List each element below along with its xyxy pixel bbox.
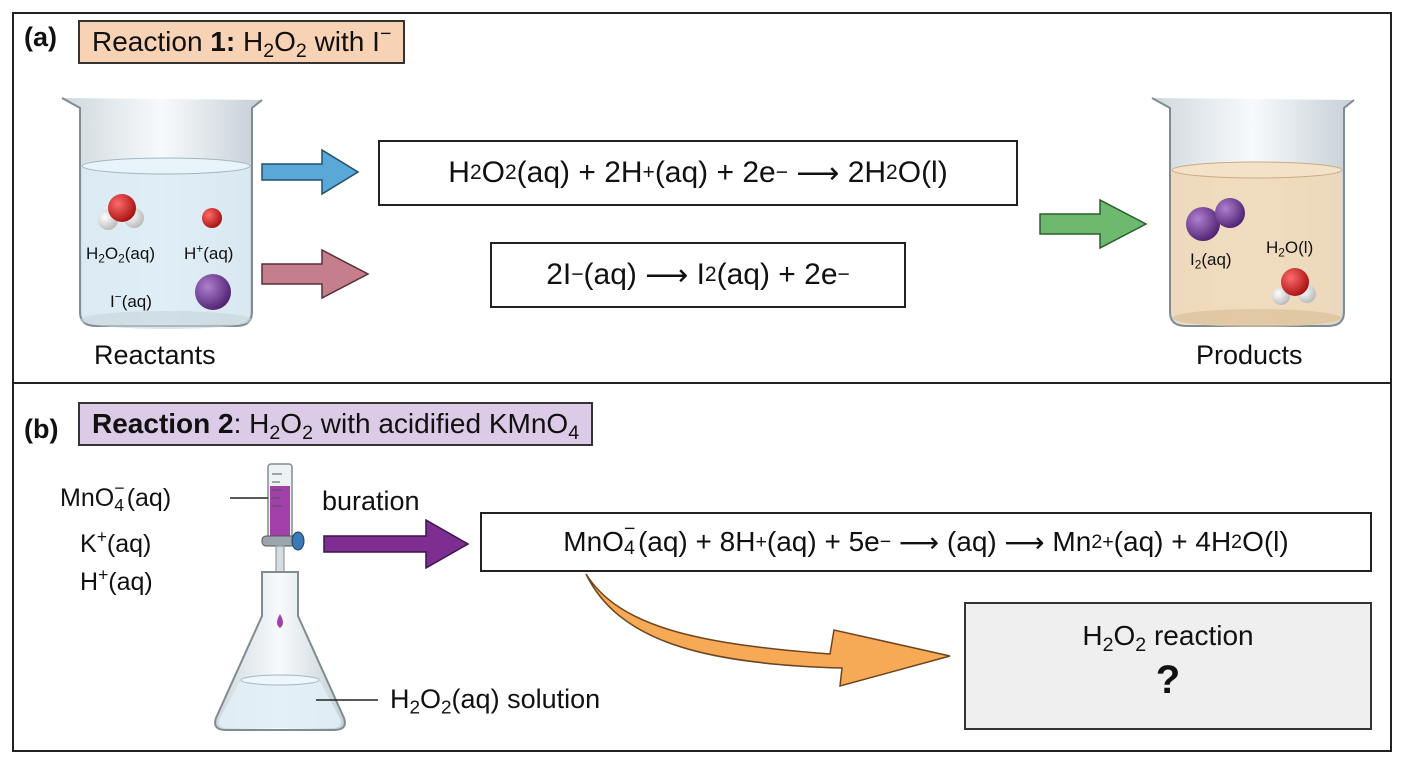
panel-b: [12, 382, 1392, 752]
blue-arrow: [261, 148, 360, 196]
erlenmeyer-flask: [214, 571, 346, 731]
buration-label: buration: [322, 486, 420, 516]
label-h2o-l: H2O(l): [1266, 238, 1314, 260]
purple-arrow: [323, 518, 470, 570]
label-mno4-aq: MnO−4(aq): [60, 478, 172, 515]
result-box: H2O2 reaction ?: [964, 602, 1372, 730]
solution-label: H2O2(aq) solution: [390, 684, 601, 719]
iodide-ion-sphere: [195, 274, 231, 310]
products-caption: Products: [1196, 340, 1303, 370]
orange-arrow: [585, 573, 951, 688]
water-molecule: [1272, 268, 1316, 305]
label-i2-aq: I2(aq): [1190, 250, 1232, 272]
rose-arrow: [261, 248, 370, 300]
panel-b-title: Reaction 2: H2O2 with acidified KMnO4: [78, 402, 594, 446]
label-h2o2-aq: H2O2(aq): [86, 244, 155, 266]
label-hplus-aq-b: H+(aq): [80, 564, 153, 596]
panel-a-label: (a): [24, 22, 57, 52]
label-hplus-aq: H+(aq): [184, 241, 234, 263]
water-peroxide-molecule: [98, 194, 144, 230]
green-arrow: [1039, 198, 1148, 250]
panel-a-title: Reaction 1: H2O2 with I−: [78, 20, 406, 64]
burette: [261, 463, 305, 573]
label-iminus-aq: I−(aq): [110, 289, 152, 311]
reactants-beaker: [61, 97, 263, 329]
reactants-caption: Reactants: [94, 340, 216, 370]
result-box-title: H2O2 reaction: [1082, 620, 1254, 656]
result-question-mark: ?: [1155, 658, 1181, 702]
iodine-molecule: [1186, 198, 1245, 241]
panel-b-label: (b): [24, 414, 59, 444]
products-beaker: [1151, 97, 1355, 327]
label-kplus-aq: K+(aq): [80, 526, 152, 558]
hydrogen-ion-sphere: [202, 208, 222, 228]
